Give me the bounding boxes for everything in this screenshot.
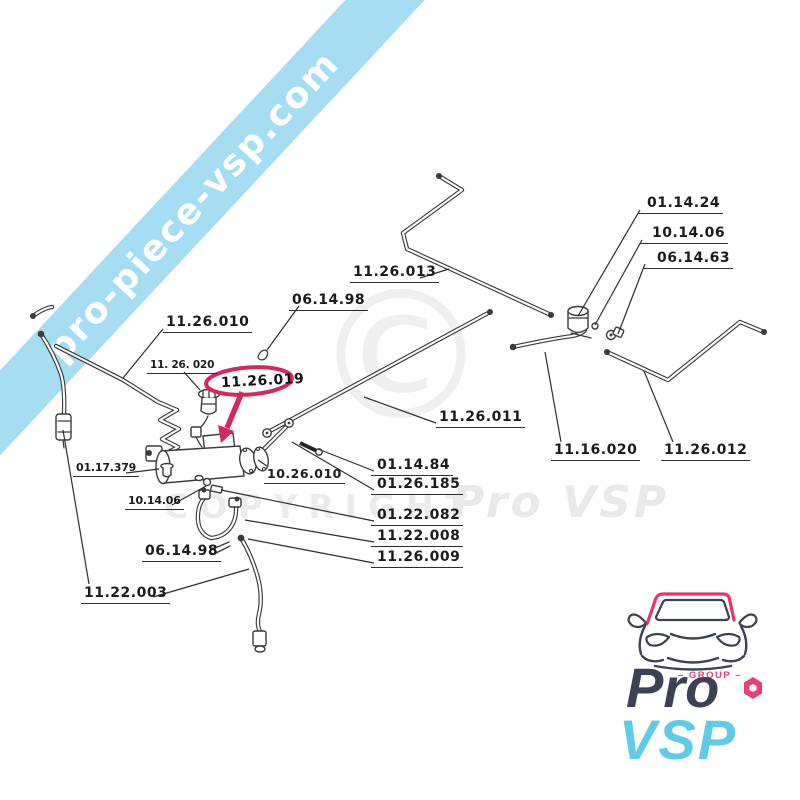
- highlight-ellipse: [204, 365, 294, 397]
- part-label-11-26-020: 11. 26. 020: [147, 359, 218, 374]
- part-label-11-26-013: 11.26.013: [350, 264, 440, 283]
- logo-vsp-text: VSP: [619, 708, 738, 771]
- highlight-arrow-icon: [218, 390, 245, 443]
- logo-car-icon: [627, 592, 758, 671]
- copyright-symbol-watermark-icon: ©: [312, 253, 490, 460]
- part-label-11-22-003: 11.22.003: [81, 585, 171, 604]
- part-label-06-14-98-top: 06.14.98: [289, 292, 369, 311]
- part-label-11-26-010: 11.26.010: [163, 314, 253, 333]
- part-label-10-14-06-left: 10.14.06: [125, 494, 184, 510]
- part-label-06-14-98-bottom: 06.14.98: [142, 543, 222, 562]
- copyright-watermark-logo-text: Pro VSP: [452, 477, 670, 528]
- part-label-11-26-011: 11.26.011: [436, 409, 526, 428]
- part-label-11-26-012: 11.26.012: [661, 442, 751, 461]
- part-label-11-22-008: 11.22.008: [371, 528, 464, 547]
- part-label-10-14-06-right: 10.14.06: [640, 225, 729, 244]
- part-label-06-14-63: 06.14.63: [643, 250, 734, 269]
- part-label-01-22-082: 01.22.082: [371, 507, 464, 526]
- part-label-01-14-24: 01.14.24: [638, 195, 724, 214]
- copyright-watermark-text: COPYRIGHT: [164, 487, 479, 526]
- part-label-11-26-009: 11.26.009: [371, 549, 464, 568]
- logo-group-label: – GROUP –: [678, 670, 743, 681]
- part-label-01-17-379: 01.17.379: [73, 461, 140, 477]
- part-label-11-16-020: 11.16.020: [551, 442, 641, 461]
- logo-pro-text: Pro: [626, 656, 720, 719]
- part-label-01-26-185: 01.26.185: [371, 476, 464, 495]
- part-label-10-26-010: 10.26.010: [264, 466, 345, 484]
- part-label-01-14-84: 01.14.84: [371, 457, 454, 476]
- logo-hex-nut-icon: [744, 677, 762, 699]
